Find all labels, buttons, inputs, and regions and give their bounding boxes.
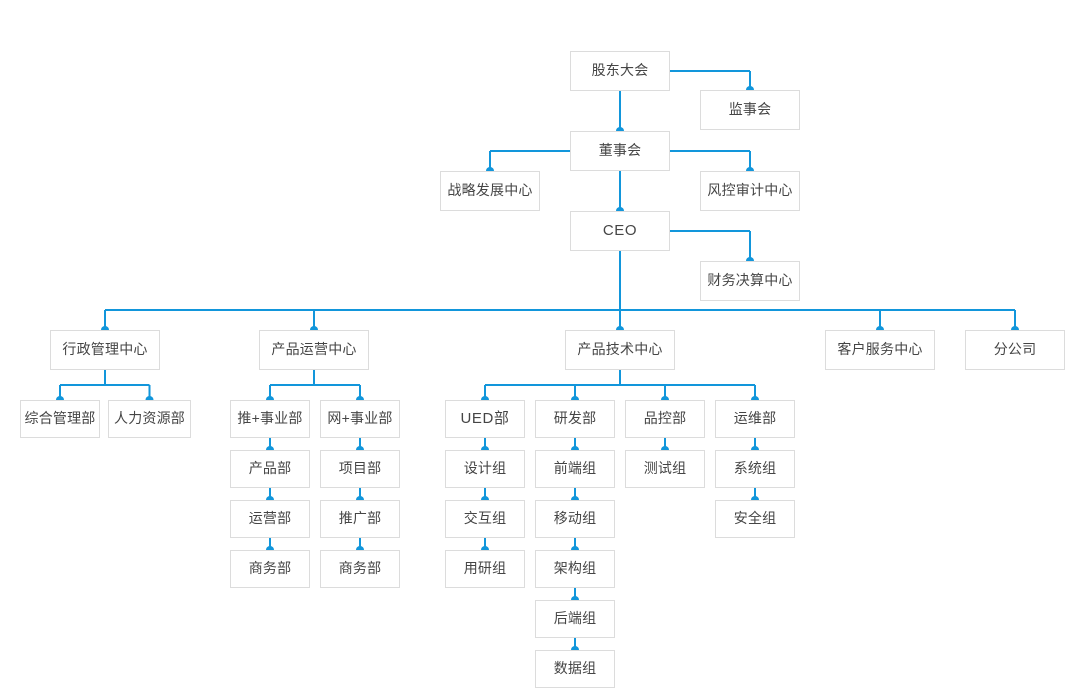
org-node-system_grp[interactable]: 系统组 <box>715 450 795 488</box>
org-node-backend_grp[interactable]: 后端组 <box>535 600 615 638</box>
org-node-mobile_grp[interactable]: 移动组 <box>535 500 615 538</box>
org-node-project_dept[interactable]: 项目部 <box>320 450 400 488</box>
org-node-general[interactable]: 综合管理部 <box>20 400 100 438</box>
org-node-arch_grp[interactable]: 架构组 <box>535 550 615 588</box>
org-node-prodtech[interactable]: 产品技术中心 <box>565 330 675 370</box>
org-node-research_grp[interactable]: 用研组 <box>445 550 525 588</box>
org-node-tuibu[interactable]: 推+事业部 <box>230 400 310 438</box>
org-node-frontend_grp[interactable]: 前端组 <box>535 450 615 488</box>
org-node-qa[interactable]: 品控部 <box>625 400 705 438</box>
org-node-data_grp[interactable]: 数据组 <box>535 650 615 688</box>
org-node-rnd[interactable]: 研发部 <box>535 400 615 438</box>
org-node-customer[interactable]: 客户服务中心 <box>825 330 935 370</box>
org-node-interact_grp[interactable]: 交互组 <box>445 500 525 538</box>
org-node-ceo[interactable]: CEO <box>570 211 670 251</box>
org-node-hr[interactable]: 人力资源部 <box>108 400 191 438</box>
org-node-prodops[interactable]: 产品运营中心 <box>259 330 369 370</box>
org-node-riskaudit[interactable]: 风控审计中心 <box>700 171 800 211</box>
org-node-finance[interactable]: 财务决算中心 <box>700 261 800 301</box>
org-node-ued[interactable]: UED部 <box>445 400 525 438</box>
org-node-shareholders[interactable]: 股东大会 <box>570 51 670 91</box>
org-node-test_grp[interactable]: 测试组 <box>625 450 705 488</box>
org-node-biz_dept_b[interactable]: 商务部 <box>320 550 400 588</box>
org-node-biz_dept_a[interactable]: 商务部 <box>230 550 310 588</box>
org-node-branch[interactable]: 分公司 <box>965 330 1065 370</box>
org-node-admin[interactable]: 行政管理中心 <box>50 330 160 370</box>
org-node-product_dept[interactable]: 产品部 <box>230 450 310 488</box>
org-node-security_grp[interactable]: 安全组 <box>715 500 795 538</box>
org-node-ops_dept[interactable]: 运营部 <box>230 500 310 538</box>
org-node-supervisors[interactable]: 监事会 <box>700 90 800 130</box>
org-node-wangbu[interactable]: 网+事业部 <box>320 400 400 438</box>
org-node-strategy[interactable]: 战略发展中心 <box>440 171 540 211</box>
org-node-design_grp[interactable]: 设计组 <box>445 450 525 488</box>
org-node-promo_dept[interactable]: 推广部 <box>320 500 400 538</box>
org-node-devops[interactable]: 运维部 <box>715 400 795 438</box>
org-node-board[interactable]: 董事会 <box>570 131 670 171</box>
